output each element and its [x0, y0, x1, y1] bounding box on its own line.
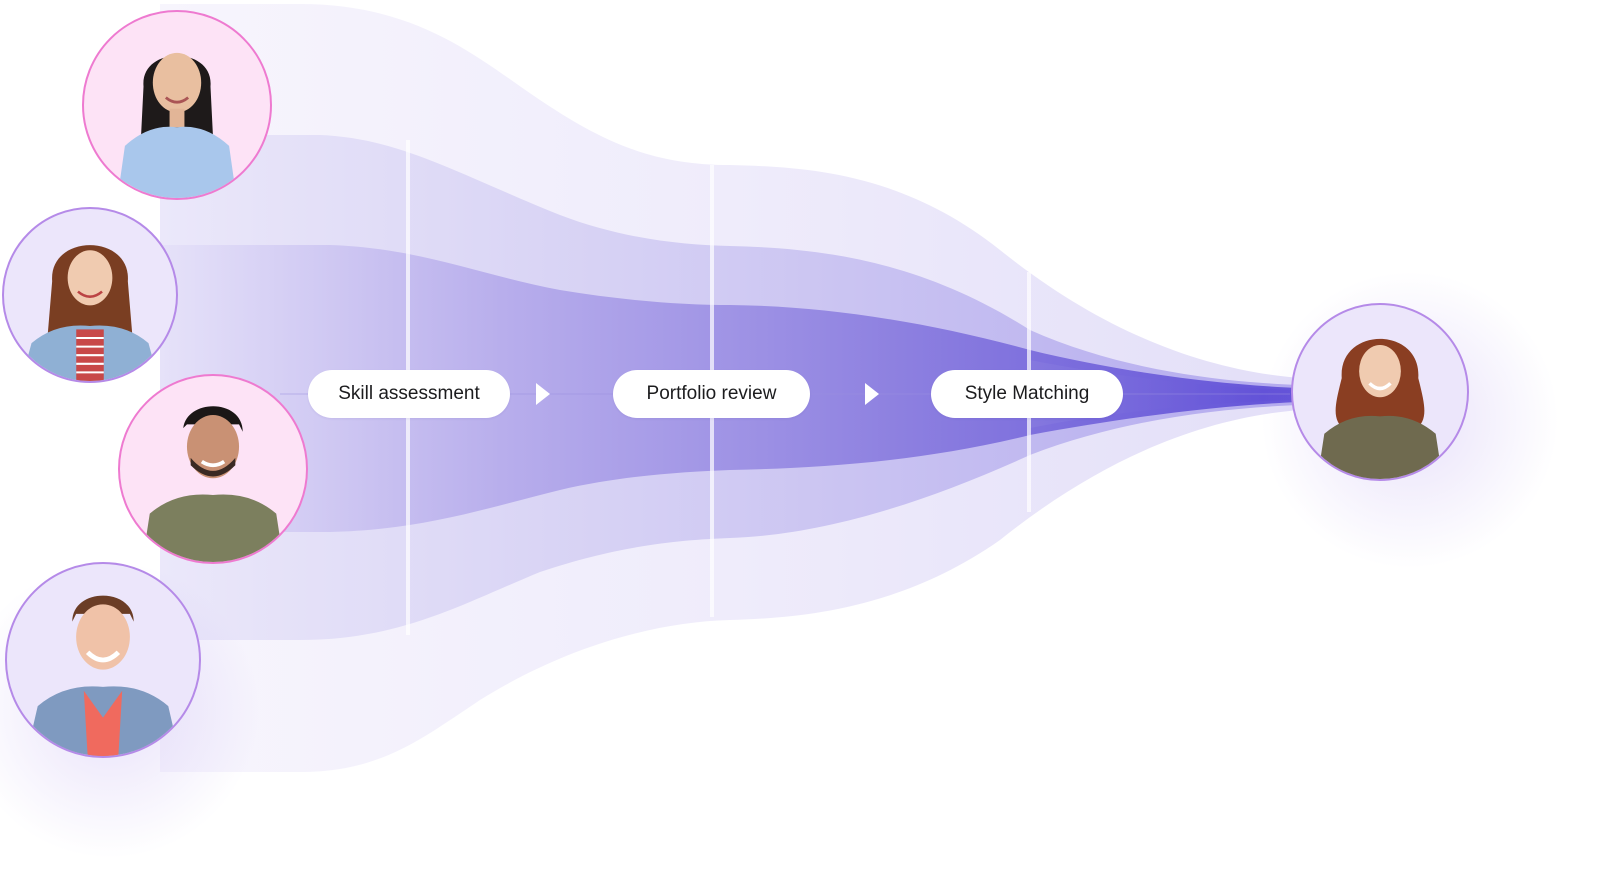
portrait-icon: [117, 52, 237, 198]
portrait-icon: [142, 406, 284, 562]
stage-label: Skill assessment: [338, 383, 480, 404]
candidate-avatar-1[interactable]: [82, 10, 272, 200]
arrow-right-icon: [865, 383, 879, 405]
stage-style-matching[interactable]: Style Matching: [931, 370, 1123, 418]
stage-skill-assessment[interactable]: Skill assessment: [308, 370, 510, 418]
candidate-avatar-4[interactable]: [5, 562, 201, 758]
portrait-icon: [26, 595, 180, 756]
matched-candidate-avatar[interactable]: [1291, 303, 1469, 481]
arrow-right-icon: [536, 383, 550, 405]
candidate-avatar-3[interactable]: [118, 374, 308, 564]
portrait-icon: [21, 245, 159, 381]
portrait-icon: [1317, 338, 1443, 479]
candidate-avatar-2[interactable]: [2, 207, 178, 383]
stage-label: Portfolio review: [646, 383, 777, 404]
stage-portfolio-review[interactable]: Portfolio review: [613, 370, 810, 418]
stage-label: Style Matching: [964, 383, 1090, 404]
